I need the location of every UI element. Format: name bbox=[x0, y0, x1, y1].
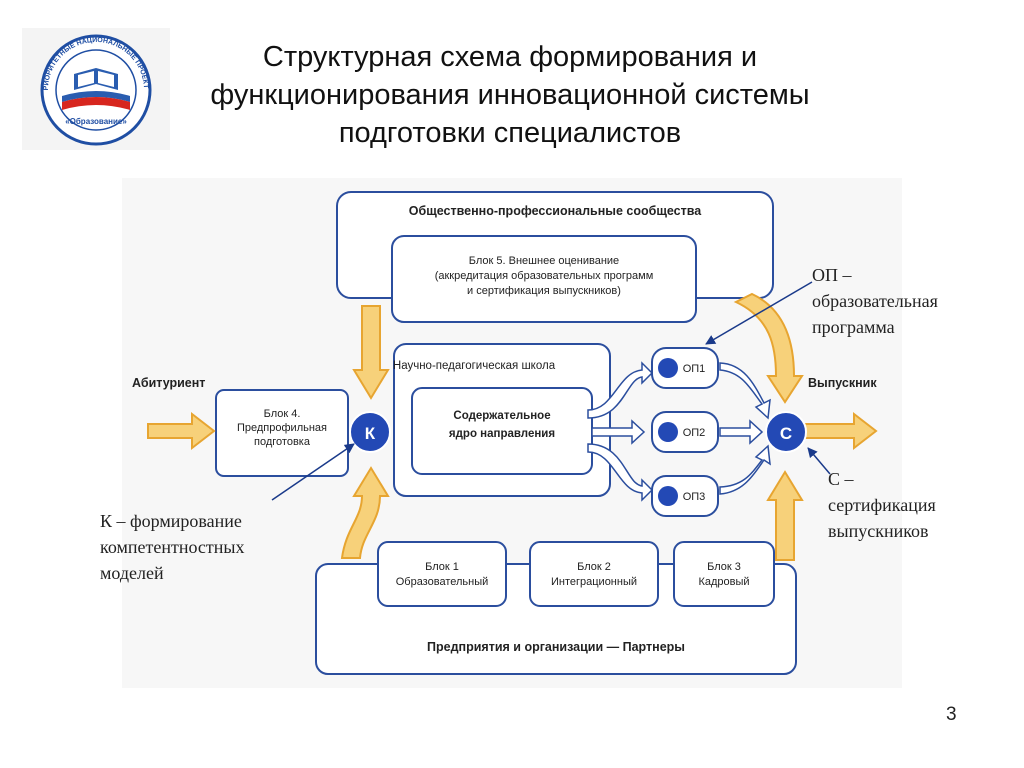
flow-op1-c bbox=[719, 362, 771, 420]
title-line: Структурная схема формирования и bbox=[262, 41, 758, 73]
op3-node bbox=[651, 475, 719, 517]
c-note: С – сертификация выпускников bbox=[828, 466, 936, 544]
block1-line: Образовательный bbox=[396, 576, 489, 588]
c-node-label: С bbox=[780, 424, 792, 443]
block1-box bbox=[377, 541, 507, 607]
op2-node bbox=[651, 411, 719, 453]
op3-label: ОП3 bbox=[683, 491, 706, 503]
block4-box bbox=[215, 389, 349, 477]
core-line: Содержательное bbox=[453, 410, 550, 422]
note-line: программа bbox=[812, 317, 895, 337]
note-line: ОП – bbox=[812, 265, 852, 285]
title-line: функционирования инновационной системы bbox=[210, 79, 810, 111]
block2-line: Блок 2 bbox=[577, 561, 611, 573]
arrow-bottom-to-k bbox=[340, 466, 390, 559]
block2-box bbox=[529, 541, 659, 607]
block4-line: Предпрофильная bbox=[237, 422, 327, 434]
block5-box bbox=[391, 235, 697, 323]
note-line: выпускников bbox=[828, 521, 929, 541]
flow-core-op2 bbox=[591, 419, 646, 445]
page-title: Структурная схема формирования и функцио… bbox=[190, 38, 830, 152]
block5-line: (аккредитация образовательных программ bbox=[435, 270, 654, 282]
flag-icon bbox=[62, 91, 130, 102]
note-line: К – формирование bbox=[100, 511, 242, 531]
arrow-top-to-c bbox=[733, 292, 804, 404]
block4-line: подготовка bbox=[254, 436, 311, 448]
entrant-arrow bbox=[147, 411, 216, 451]
block2-line: Интеграционный bbox=[551, 576, 637, 588]
flow-op2-c bbox=[719, 419, 764, 445]
flow-core-op1 bbox=[587, 361, 654, 419]
entrant-label: Абитуриент bbox=[132, 376, 205, 390]
block1-line: Блок 1 bbox=[425, 561, 459, 573]
op1-node bbox=[651, 347, 719, 389]
note-line: компетентностных bbox=[100, 537, 245, 557]
k-node bbox=[349, 411, 391, 453]
note-line: образовательная bbox=[812, 291, 938, 311]
arrow-top-to-k bbox=[352, 305, 390, 400]
structural-diagram: Общественно-профессиональные сообщества … bbox=[122, 178, 902, 688]
school-label: Научно-педагогическая школа bbox=[393, 360, 556, 372]
logo-bottom-text: «Образование» bbox=[65, 117, 127, 126]
core-line: ядро направления bbox=[449, 428, 555, 440]
note-line: моделей bbox=[100, 563, 164, 583]
top-group-label: Общественно-профессиональные сообщества bbox=[409, 204, 702, 218]
k-note: К – формирование компетентностных моделе… bbox=[100, 508, 245, 586]
block3-box bbox=[673, 541, 775, 607]
op-callout-line bbox=[705, 281, 813, 345]
c-callout-line bbox=[807, 447, 831, 475]
c-node bbox=[765, 411, 807, 453]
arrow-bottom-to-c bbox=[766, 470, 804, 561]
block4-line: Блок 4. bbox=[264, 408, 301, 420]
flow-op3-c bbox=[719, 444, 771, 495]
note-line: С – bbox=[828, 469, 854, 489]
graduate-arrow bbox=[801, 411, 878, 451]
op2-label: ОП2 bbox=[683, 427, 706, 439]
k-node-label: К bbox=[365, 424, 376, 443]
bottom-group-label: Предприятия и организации — Партнеры bbox=[427, 640, 685, 654]
op-note: ОП – образовательная программа bbox=[812, 262, 938, 340]
block5-line: Блок 5. Внешнее оценивание bbox=[469, 255, 619, 267]
page-number: 3 bbox=[946, 704, 957, 725]
graduate-label: Выпускник bbox=[808, 376, 877, 390]
block3-line: Блок 3 bbox=[707, 561, 741, 573]
note-line: сертификация bbox=[828, 495, 936, 515]
op1-label: ОП1 bbox=[683, 363, 706, 375]
block5-line: и сертификация выпускников) bbox=[467, 285, 621, 297]
title-line: подготовки специалистов bbox=[338, 117, 682, 149]
k-callout-line bbox=[271, 443, 355, 501]
flow-core-op3 bbox=[587, 443, 654, 502]
logo: ПРИОРИТЕТНЫЕ НАЦИОНАЛЬНЫЕ ПРОЕКТЫ «Образ… bbox=[19, 23, 170, 150]
block3-line: Кадровый bbox=[698, 576, 749, 588]
